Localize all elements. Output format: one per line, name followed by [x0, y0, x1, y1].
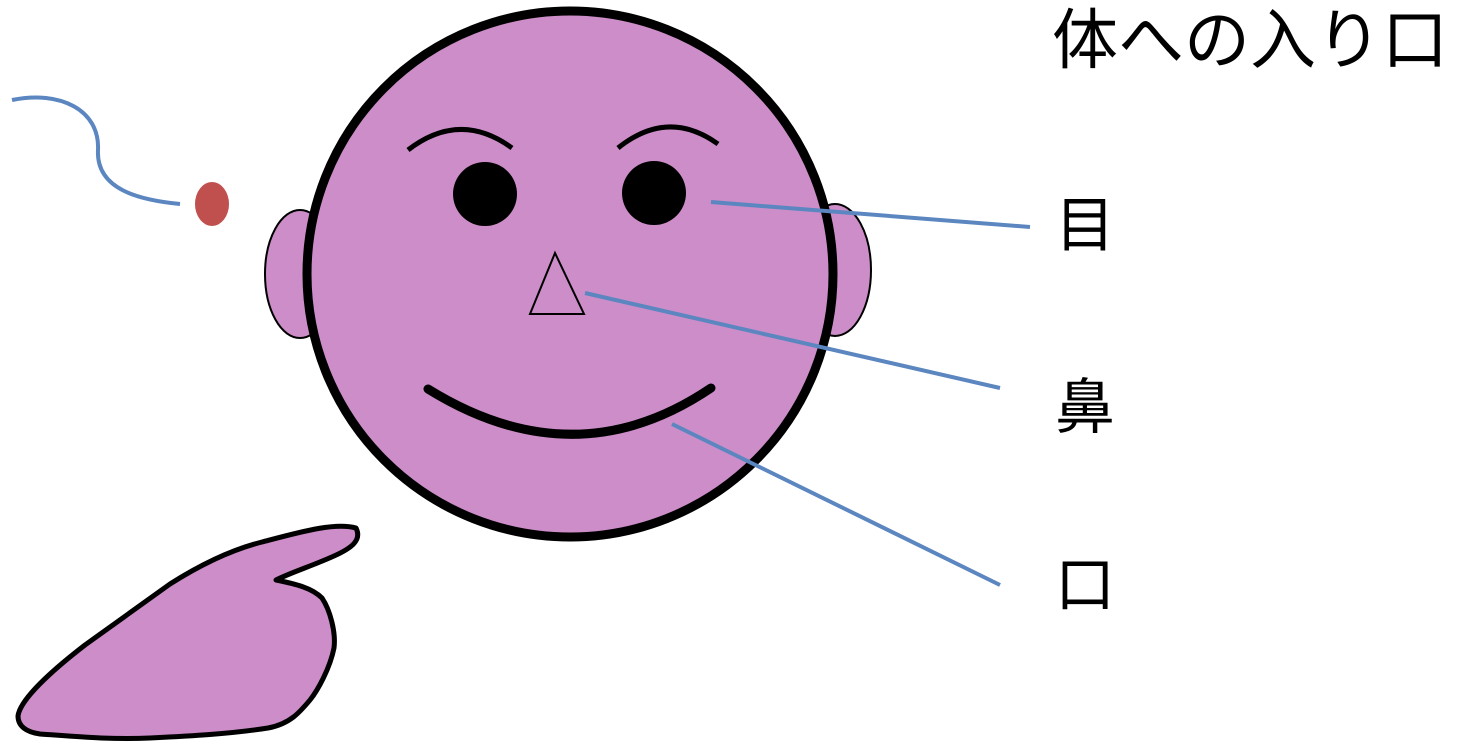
- nose: [528, 250, 586, 315]
- mouth-label: 口: [1055, 551, 1115, 621]
- eye-leader-line: [710, 200, 1031, 229]
- germ-body: [195, 182, 229, 226]
- right-eye: [622, 161, 686, 225]
- diagram-title: 体への入り口: [1052, 2, 1448, 79]
- nose-leader-line: [584, 291, 1001, 390]
- germ-tail: [11, 95, 181, 206]
- left-eye: [453, 162, 517, 226]
- germ-icon: [11, 95, 229, 226]
- pointing-hand-icon: [15, 523, 361, 742]
- mouth-leader-line: [671, 422, 1001, 587]
- nose-label: 鼻: [1055, 373, 1115, 443]
- mouth: [423, 383, 716, 439]
- left-eyebrow: [406, 127, 514, 152]
- eye-label: 目: [1055, 191, 1115, 261]
- head: [302, 6, 838, 542]
- right-eyebrow: [616, 124, 720, 150]
